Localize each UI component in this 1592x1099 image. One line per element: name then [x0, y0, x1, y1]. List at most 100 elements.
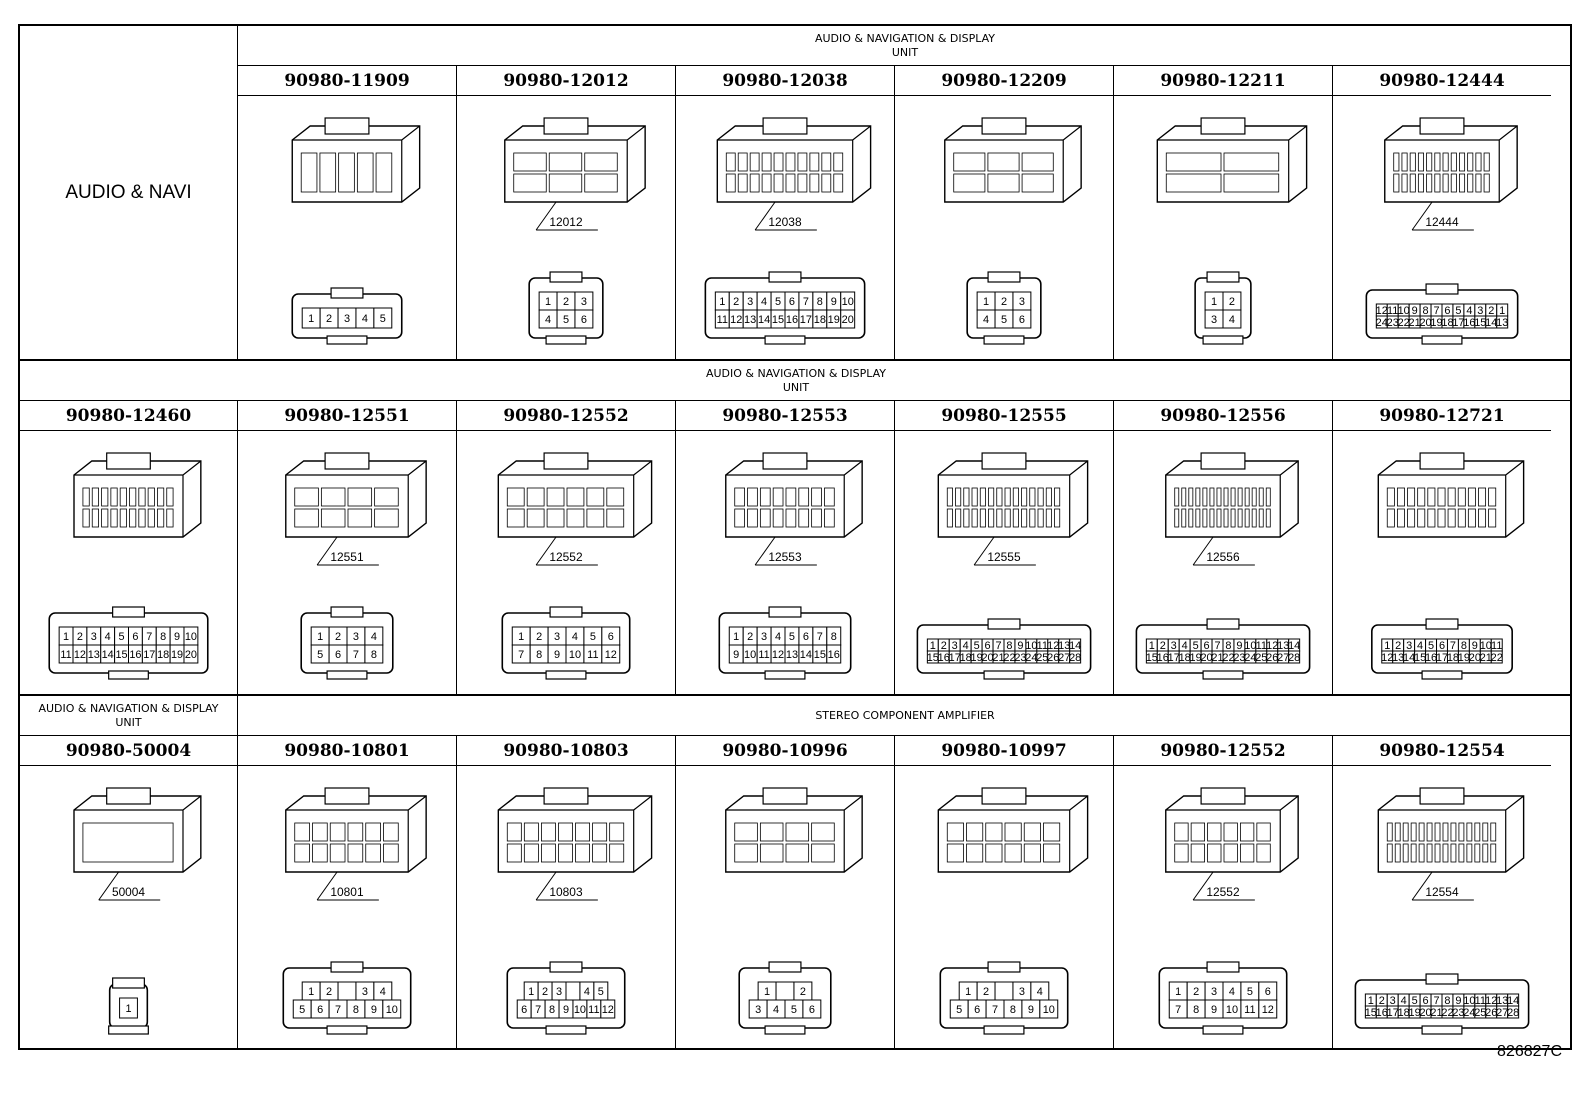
- pin-number: 18: [960, 652, 972, 664]
- pin-number: 9: [563, 1004, 569, 1016]
- pin-number: 3: [1211, 986, 1217, 998]
- pin-number: 19: [1190, 652, 1202, 664]
- pin-number: 8: [1193, 1004, 1199, 1016]
- pin-number: 1: [528, 986, 534, 998]
- pin-number: 1: [308, 986, 314, 998]
- part-tag: 12551: [316, 536, 379, 566]
- pin-number: 23: [1387, 317, 1399, 329]
- face-latch-icon: [330, 961, 364, 973]
- pin-number: 3: [1019, 296, 1025, 308]
- pin-cell: [994, 981, 1014, 1001]
- pin-number: 18: [157, 649, 169, 661]
- pin-number: 7: [353, 649, 359, 661]
- pin-number: 7: [1214, 640, 1220, 652]
- connector-drawing: [1384, 117, 1518, 203]
- pin-cell: [1069, 650, 1082, 664]
- pin-number: 3: [1019, 986, 1025, 998]
- pin-number: 13: [88, 649, 100, 661]
- connector-drawing: [497, 787, 653, 873]
- pin-number: 6: [1444, 305, 1450, 317]
- pin-number: 4: [1229, 986, 1235, 998]
- pin-face: 1: [108, 977, 149, 1035]
- pin-number: 19: [1430, 317, 1442, 329]
- pin-number: 2: [1395, 640, 1401, 652]
- pin-number: 6: [1439, 640, 1445, 652]
- pin-number: 15: [927, 652, 939, 664]
- face-latch-icon: [987, 618, 1021, 630]
- pin-number: 8: [831, 631, 837, 643]
- pin-number: 2: [77, 631, 83, 643]
- latch-icon: [981, 452, 1027, 470]
- pin-number: 4: [1229, 314, 1235, 326]
- pin-number: 4: [1466, 305, 1472, 317]
- pin-number: 6: [1019, 314, 1025, 326]
- part-number: 90980-12552: [457, 401, 675, 431]
- pin-number: 1: [1175, 986, 1181, 998]
- pin-number: 7: [1175, 1004, 1181, 1016]
- connector-drawing: [291, 117, 421, 203]
- part-tag-label: 12553: [768, 550, 802, 564]
- pin-number: 2: [733, 296, 739, 308]
- pin-number: 12: [602, 1004, 614, 1016]
- pin-number: 5: [789, 631, 795, 643]
- pin-number: 9: [174, 631, 180, 643]
- pin-number: 1: [518, 631, 524, 643]
- pin-cell: [1507, 1005, 1520, 1019]
- part-tag: 10801: [316, 871, 379, 901]
- pin-number: 2: [335, 631, 341, 643]
- pin-number: 2: [800, 986, 806, 998]
- pin-number: 4: [1401, 995, 1407, 1007]
- pin-number: 5: [775, 296, 781, 308]
- pin-number: 2: [1229, 296, 1235, 308]
- pin-number: 6: [809, 1004, 815, 1016]
- connector-body-icon: [1377, 460, 1525, 538]
- connector-chart: AUDIO & NAVI AUDIO & NAVIGATION & DISPLA…: [18, 24, 1572, 1050]
- pin-number: 17: [800, 314, 812, 326]
- pin-number: 23: [1014, 652, 1026, 664]
- pin-number: 1: [719, 296, 725, 308]
- pin-number: 14: [1507, 995, 1519, 1007]
- connector-body-icon: [73, 795, 202, 873]
- pin-number: 27: [1058, 652, 1070, 664]
- pin-number: 19: [1458, 652, 1470, 664]
- group-header-line-2: UNIT: [115, 715, 142, 729]
- pin-number: 19: [1409, 1007, 1421, 1019]
- connector-drawing: [1377, 787, 1525, 873]
- pin-number: 17: [143, 649, 155, 661]
- latch-icon: [324, 117, 370, 135]
- pin-number: 3: [556, 986, 562, 998]
- pin-number: 2: [1379, 995, 1385, 1007]
- pin-number: 10: [1025, 640, 1037, 652]
- pin-number: 22: [1222, 652, 1234, 664]
- row-2: AUDIO & NAVIGATION & DISPLAY UNIT 90980-…: [20, 361, 1572, 695]
- pin-number: 9: [1455, 995, 1461, 1007]
- part-tag-label: 50004: [112, 885, 145, 899]
- latch-icon: [1200, 117, 1246, 135]
- pin-number: 22: [1003, 652, 1015, 664]
- pin-number: 7: [1433, 995, 1439, 1007]
- pin-number: 6: [132, 631, 138, 643]
- pin-number: 6: [1204, 640, 1210, 652]
- pin-number: 27: [1496, 1007, 1508, 1019]
- group-header-line-1: AUDIO & NAVIGATION & DISPLAY: [705, 366, 887, 380]
- connector-drawing: [716, 117, 872, 203]
- group-header-line-1: AUDIO & NAVIGATION & DISPLAY: [38, 701, 219, 715]
- pin-number: 7: [335, 1004, 341, 1016]
- pin-number: 28: [1069, 652, 1081, 664]
- latch-icon: [1419, 117, 1465, 135]
- pin-number: 11: [1256, 640, 1267, 652]
- part-tag: 12553: [754, 536, 817, 566]
- pin-cell: [802, 999, 822, 1019]
- pin-number: 3: [91, 631, 97, 643]
- pin-number: 17: [949, 652, 961, 664]
- latch-icon: [1200, 452, 1246, 470]
- pin-number: 20: [842, 314, 854, 326]
- part-number: 90980-12012: [457, 66, 675, 96]
